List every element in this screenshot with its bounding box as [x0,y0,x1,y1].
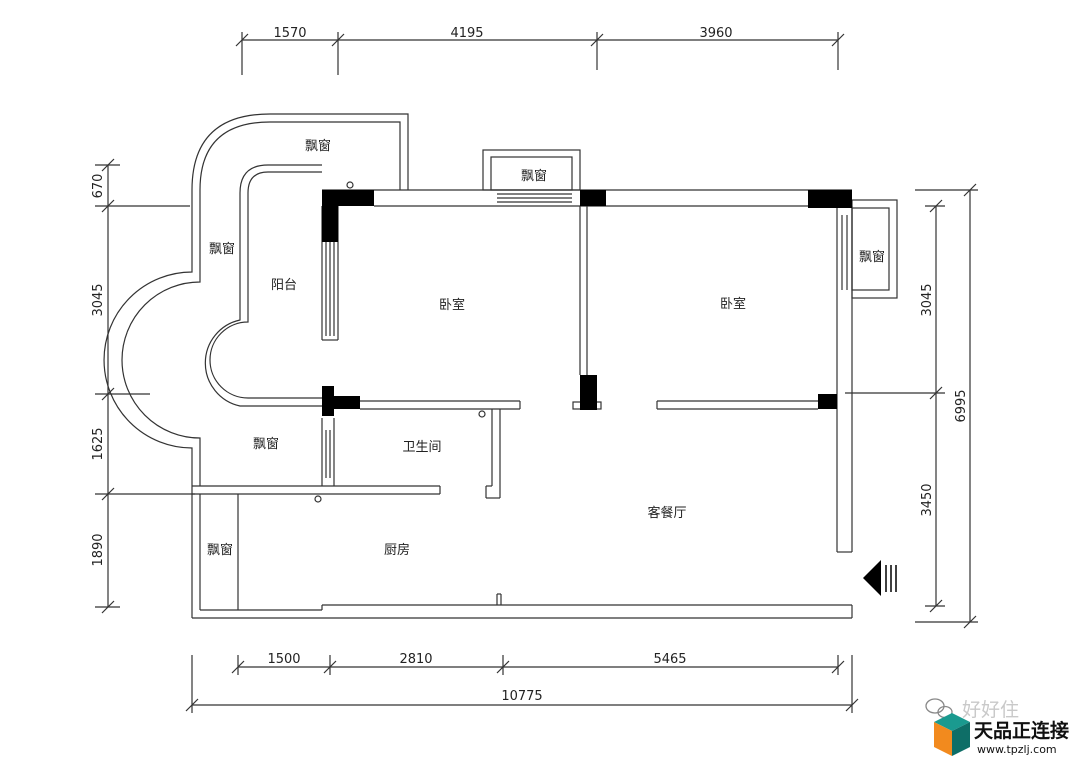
living-dining-label: 客餐厅 [647,505,686,521]
brand-name: 天品正连接 [974,719,1069,742]
dim-left-2: 3045 [91,283,106,316]
dim-left-3: 1625 [91,427,106,460]
dim-left-1: 670 [91,174,106,199]
dim-top-2: 4195 [450,26,483,41]
dim-right-total: 6995 [954,389,969,422]
fixtures [314,181,486,503]
wechat-watermark-text: 好好住 [962,699,1019,721]
bay-window-label: 飘窗 [253,436,279,452]
dimension-labels: 1570 4195 3960 1500 2810 5465 10775 670 … [91,26,969,704]
room-labels: 飘窗 飘窗 飘窗 飘窗 飘窗 飘窗 阳台 卧室 卧室 卫生间 厨房 客餐厅 [207,138,885,558]
balcony-label: 阳台 [271,278,297,293]
bay-windows [237,149,898,610]
dim-right-2: 3450 [920,483,935,516]
bay-window-label: 飘窗 [209,241,235,257]
dimension-lines [95,32,978,713]
dim-bottom-2: 2810 [399,652,432,667]
bedroom-label: 卧室 [439,297,465,313]
bay-window-label: 飘窗 [305,138,331,154]
bedroom-label: 卧室 [720,296,746,312]
bay-window-label: 飘窗 [521,168,547,184]
bathroom-label: 卫生间 [402,440,441,455]
brand-logo-icon [934,713,970,756]
dim-left-4: 1890 [91,533,106,566]
kitchen-label: 厨房 [384,542,410,558]
dim-bottom-3: 5465 [653,652,686,667]
structural-columns [322,190,852,416]
watermark: 好好住 天品正连接 www.tpzlj.com [925,698,1069,756]
dim-top-3: 3960 [699,26,732,41]
bay-window-label: 飘窗 [859,249,885,265]
dim-bottom-total: 10775 [501,689,542,704]
entrance-arrow-icon [863,560,897,596]
brand-url: www.tpzlj.com [977,743,1057,756]
bay-window-label: 飘窗 [207,542,233,558]
dim-right-1: 3045 [920,283,935,316]
dim-top-1: 1570 [273,26,306,41]
dim-bottom-1: 1500 [267,652,300,667]
wechat-icon [925,698,953,719]
